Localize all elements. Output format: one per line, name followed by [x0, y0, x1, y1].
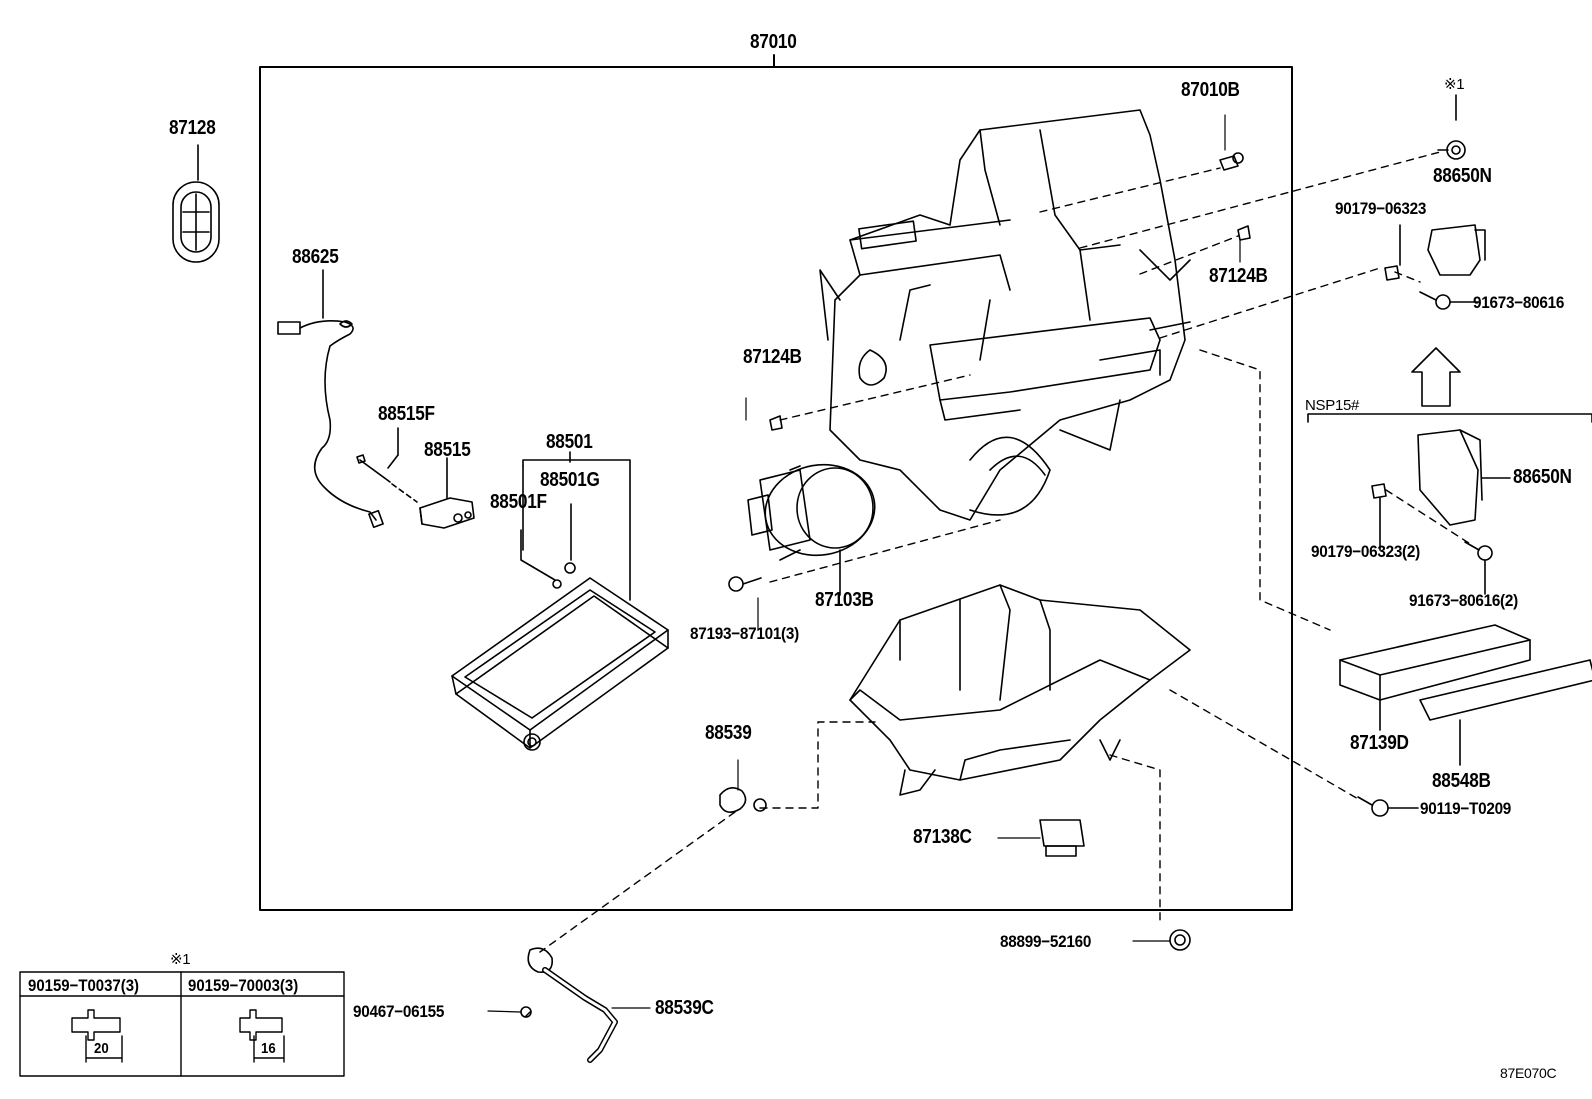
lower-case	[849, 584, 1191, 796]
reference-mark-top: ※1	[1444, 76, 1465, 93]
part-label-88539: 88539	[705, 722, 752, 744]
heater-core-88501	[451, 451, 669, 751]
part-label-88515: 88515	[424, 439, 471, 461]
bolt-table-col2-part: 90159−70003(3)	[188, 976, 299, 995]
part-label-87139D: 87139D	[1350, 732, 1409, 754]
bolt-table-col1-length: 20	[94, 1040, 109, 1057]
part-label-87010B: 87010B	[1181, 79, 1240, 101]
dashed-lines	[523, 151, 1473, 1019]
bolt-table-col2-length: 16	[261, 1040, 276, 1057]
part-label-90179-06323-a: 90179−06323	[1335, 199, 1427, 218]
part-label-87124B-b: 87124B	[1209, 265, 1268, 287]
part-label-88548B: 88548B	[1432, 770, 1491, 792]
blower-motor-87103B	[747, 463, 876, 596]
part-label-88625: 88625	[292, 246, 339, 268]
bolt-table-col1-part: 90159−T0037(3)	[28, 976, 140, 995]
part-label-88501G: 88501G	[540, 469, 600, 491]
assembly-label: 87010	[750, 31, 797, 53]
assembly-frame	[259, 66, 1293, 911]
leaders	[487, 114, 1241, 1013]
part-label-87103B: 87103B	[815, 589, 874, 611]
part-label-90467-06155: 90467−06155	[353, 1002, 445, 1021]
right-parts	[1307, 94, 1592, 817]
part-label-87128: 87128	[169, 117, 216, 139]
part-label-88501F: 88501F	[490, 491, 547, 513]
part-label-88515F: 88515F	[378, 403, 435, 425]
part-label-91673-80616-b: 91673−80616(2)	[1409, 591, 1518, 610]
part-label-87138C: 87138C	[913, 826, 972, 848]
diagram-code: 87E070C	[1500, 1065, 1557, 1081]
part-label-90119-T0209: 90119−T0209	[1420, 799, 1512, 818]
bolt-table	[19, 971, 345, 1077]
small-parts	[520, 152, 1251, 1063]
part-label-88539C: 88539C	[655, 997, 714, 1019]
part-label-88650N-a: 88650N	[1433, 165, 1492, 187]
part-label-87193-87101: 87193−87101(3)	[690, 624, 799, 643]
part-label-88501: 88501	[546, 431, 593, 453]
gasket-87128-shape	[172, 144, 220, 263]
sensor-wire-88625	[277, 269, 384, 529]
variant-label: NSP15#	[1305, 397, 1360, 414]
part-label-88899-52160: 88899−52160	[1000, 932, 1092, 951]
part-label-87124B-a: 87124B	[743, 346, 802, 368]
part-label-88650N-b: 88650N	[1513, 466, 1572, 488]
expansion-valve-88515	[356, 427, 475, 529]
reference-mark-table: ※1	[170, 951, 191, 968]
part-label-90179-06323-b: 90179−06323(2)	[1311, 542, 1420, 561]
part-label-91673-80616-a: 91673−80616	[1473, 293, 1565, 312]
hvac-housing	[819, 109, 1191, 521]
